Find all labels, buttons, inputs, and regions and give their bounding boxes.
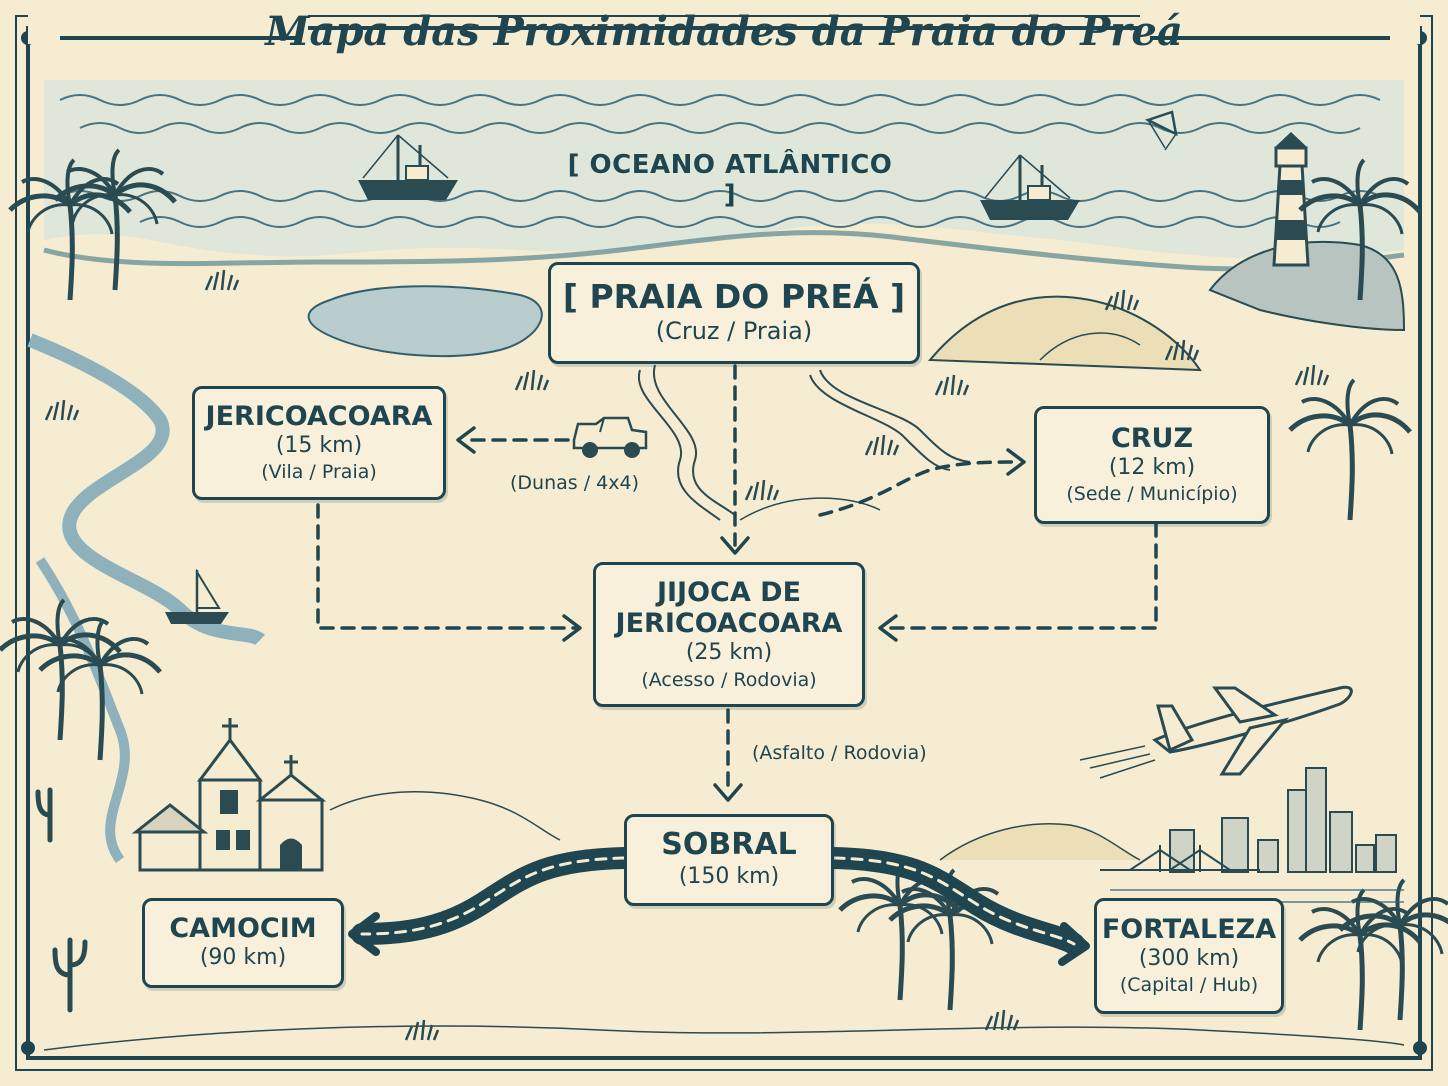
location-fortaleza[interactable]: FORTALEZA (300 km) (Capital / Hub) <box>1094 898 1284 1014</box>
location-praia-do-prea[interactable]: [ PRAIA DO PREÁ ] (Cruz / Praia) <box>548 262 920 364</box>
location-jijoca-de-jericoacoara[interactable]: JIJOCA DE JERICOACOARA (25 km) (Acesso /… <box>593 562 865 707</box>
location-sobral[interactable]: SOBRAL (150 km) <box>624 814 834 906</box>
location-description: (Vila / Praia) <box>261 461 377 484</box>
location-distance: (90 km) <box>199 945 287 971</box>
location-distance: (25 km) <box>685 639 773 665</box>
location-name: [ PRAIA DO PREÁ ] <box>562 277 906 317</box>
map-title: Mapa das Proximidades da Praia do Preá <box>265 8 1183 55</box>
location-name-line-1: JIJOCA DE <box>656 576 802 608</box>
ocean-label: [ OCEANO ATLÂNTICO ] <box>567 150 893 210</box>
location-distance: (300 km) <box>1138 945 1240 971</box>
location-description: (Sede / Município) <box>1066 483 1238 506</box>
location-name-line-2: JERICOACOARA <box>615 607 843 639</box>
location-description: (Capital / Hub) <box>1119 974 1259 997</box>
route-label-asphalt: (Asfalto / Rodovia) <box>752 742 927 764</box>
location-distance: (15 km) <box>275 432 363 458</box>
location-cruz[interactable]: CRUZ (12 km) (Sede / Município) <box>1034 406 1270 524</box>
location-description: (Acesso / Rodovia) <box>641 668 817 691</box>
location-name: FORTALEZA <box>1101 913 1277 945</box>
route-label-dunes: (Dunas / 4x4) <box>510 472 639 494</box>
location-name: CAMOCIM <box>169 913 317 945</box>
location-distance: (12 km) <box>1108 454 1196 480</box>
location-camocim[interactable]: CAMOCIM (90 km) <box>142 898 344 988</box>
location-description: (Cruz / Praia) <box>655 317 813 346</box>
location-name: CRUZ <box>1110 422 1194 454</box>
location-name: SOBRAL <box>661 827 797 863</box>
location-name: JERICOACOARA <box>205 400 433 432</box>
location-jericoacoara[interactable]: JERICOACOARA (15 km) (Vila / Praia) <box>192 386 446 500</box>
location-distance: (150 km) <box>678 863 780 889</box>
